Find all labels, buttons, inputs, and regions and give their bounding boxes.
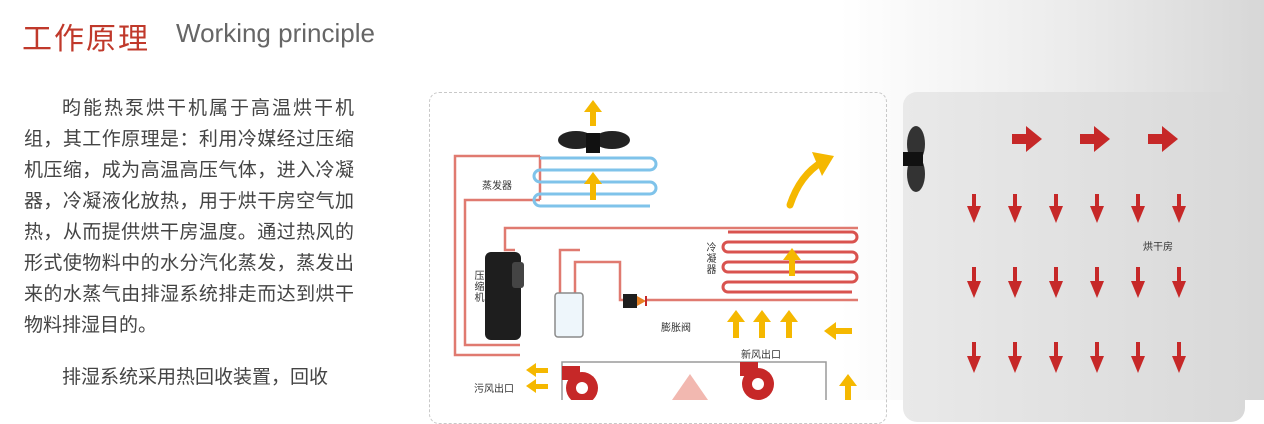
airflow-arrow-up: [584, 100, 801, 276]
duct-outline: [561, 361, 827, 400]
exhaust-arrows: [526, 363, 548, 393]
condenser-label: 冷凝器: [704, 242, 715, 275]
hot-air-curved-arrow: [786, 158, 826, 209]
evaporator-label: 蒸发器: [482, 181, 512, 192]
heat-exchanger-icon: [672, 374, 708, 400]
compressor-icon: [485, 252, 524, 340]
fresh-air-outlet-label: 新风出口: [741, 350, 781, 361]
principle-paragraph-1: 昀能热泵烘干机属于高温烘干机组，其工作原理是：利用冷媒经过压缩机压缩，成为高温高…: [24, 97, 354, 336]
section-title-en: Working principle: [176, 18, 375, 48]
fan-icon: [558, 131, 630, 153]
room-airflow-down-arrows: [967, 194, 1186, 373]
hot-air-curved-arrow-head: [812, 152, 834, 176]
room-fan-icon: [903, 126, 925, 192]
compressor-label: 压缩机: [472, 270, 483, 303]
blower-icon: [562, 362, 774, 400]
drying-room-label: 烘干房: [1143, 242, 1173, 253]
liquid-receiver: [554, 292, 584, 338]
drying-room-panel: [903, 92, 1245, 422]
expansion-valve-label: 膨胀阀: [661, 323, 691, 334]
heat-pump-diagram: [453, 100, 1186, 400]
expansion-valve-icon: [623, 294, 647, 308]
exhaust-outlet-label: 污风出口: [474, 384, 514, 395]
room-airflow-right-arrows: [1012, 126, 1178, 152]
refrigerant-pipes: [453, 154, 858, 357]
fresh-air-arrows: [727, 310, 857, 400]
section-title-cn: 工作原理: [22, 22, 150, 57]
principle-paragraph-2: 排湿系统采用热回收装置，回收: [62, 366, 329, 388]
